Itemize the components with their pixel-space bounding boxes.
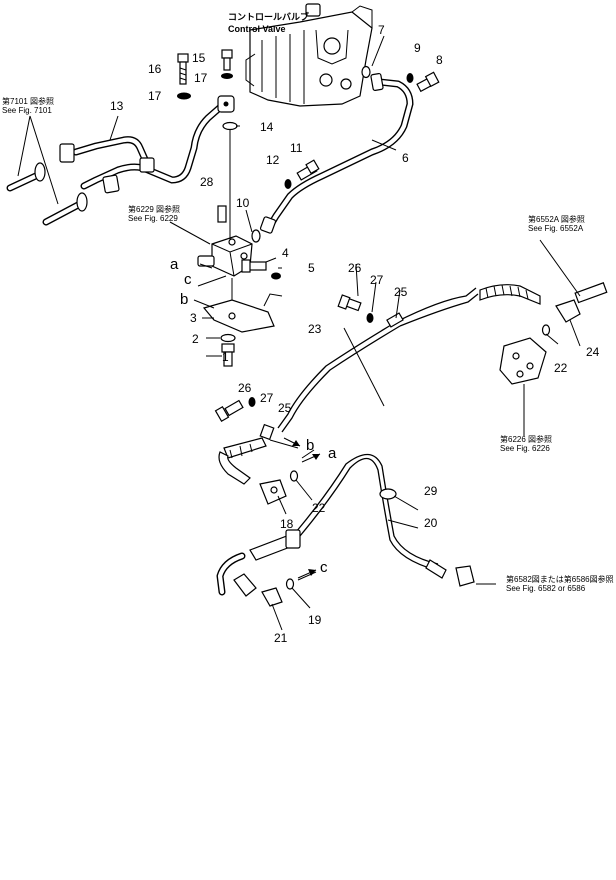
- bolt-1: [221, 343, 235, 367]
- fitting-21: [261, 587, 283, 607]
- valve-6226: [499, 337, 547, 385]
- part-number: 1: [222, 350, 229, 364]
- part-number: 3: [190, 311, 197, 325]
- fitting-18: [259, 479, 287, 505]
- part-number: 11: [290, 141, 303, 155]
- part-number: 5: [308, 261, 315, 275]
- part-number: 24: [586, 345, 600, 359]
- control-valve-label-jp: コントロールバルブ: [228, 11, 309, 22]
- ref-6226-en: See Fig. 6226: [500, 444, 550, 453]
- washer-2: [220, 333, 236, 343]
- control-valve-label-en: Control Valve: [228, 24, 286, 34]
- connection-letter: c: [184, 271, 192, 288]
- part-number: 9: [414, 41, 421, 55]
- washer-17b: [177, 92, 191, 100]
- part-number: 27: [370, 273, 384, 287]
- ref-6552a-jp: 第6552A 図参照: [528, 214, 585, 224]
- ref-6582-jp: 第6582図または第6586図参照: [506, 574, 614, 584]
- washer-9: [406, 73, 414, 83]
- bolt-4: [241, 259, 267, 273]
- part-number: 4: [282, 246, 289, 260]
- part-number: 26: [348, 261, 362, 275]
- o-ring-22b: [289, 470, 299, 482]
- ref-7101-en: See Fig. 7101: [2, 106, 52, 115]
- connection-letter: a: [328, 445, 337, 462]
- bolt-11: [296, 159, 320, 181]
- part-number: 17: [148, 89, 162, 103]
- connection-letter: c: [320, 559, 328, 576]
- external-pipes: [6, 162, 88, 226]
- part-number: 16: [148, 62, 162, 76]
- part-number: 26: [238, 381, 252, 395]
- washer-27: [366, 313, 374, 323]
- part-number: 13: [110, 99, 124, 113]
- connection-letter: b: [306, 437, 314, 454]
- fitting-24: [555, 282, 608, 323]
- part-number: 18: [280, 517, 294, 531]
- part-number: 22: [312, 501, 326, 515]
- part-number: 17: [194, 71, 208, 85]
- part-number: 21: [274, 631, 288, 645]
- ref-6552a-en: See Fig. 6552A: [528, 224, 584, 233]
- connection-letter: b: [180, 291, 188, 308]
- hose-20: [295, 453, 475, 587]
- hose-lower: [218, 437, 267, 485]
- ref-6229-jp: 第6229 図参照: [128, 204, 180, 214]
- pipe-6: [259, 72, 414, 234]
- part-number: 25: [278, 401, 292, 415]
- part-number: 28: [200, 175, 214, 189]
- part-number: 19: [308, 613, 322, 627]
- part-number: 27: [260, 391, 274, 405]
- part-number: 8: [436, 53, 443, 67]
- hose-23: [277, 284, 541, 433]
- arrows: [283, 437, 321, 579]
- leader-lines: [17, 35, 581, 631]
- clip-25: [259, 423, 275, 441]
- washer-27b: [248, 397, 256, 407]
- washer-12: [284, 179, 292, 189]
- o-ring-22: [541, 324, 551, 336]
- bracket-3: [202, 278, 283, 333]
- tube-assembly: [216, 529, 301, 597]
- control-valve: [245, 3, 373, 107]
- o-ring-7: [361, 65, 371, 79]
- pipe-13: [59, 95, 235, 194]
- part-number: 14: [260, 120, 274, 134]
- bolt-15: [221, 49, 233, 71]
- part-number: 7: [378, 23, 385, 37]
- ref-7101-jp: 第7101 図参照: [2, 96, 54, 106]
- part-number: 2: [192, 332, 199, 346]
- clamp-29: [379, 488, 397, 500]
- washer-5: [271, 272, 281, 280]
- ref-6582-en: See Fig. 6582 or 6586: [506, 584, 586, 593]
- bolt-26b: [214, 399, 244, 423]
- o-ring-10: [251, 229, 261, 243]
- part-number: 20: [424, 516, 438, 530]
- part-number: 12: [266, 153, 280, 167]
- bolt-8: [416, 71, 440, 93]
- ref-6229-en: See Fig. 6229: [128, 214, 178, 223]
- ref-6226-jp: 第6226 図参照: [500, 434, 552, 444]
- o-ring-14: [222, 121, 238, 131]
- bolt-28: [217, 205, 227, 223]
- part-number: 29: [424, 484, 438, 498]
- connection-letter: a: [170, 256, 179, 273]
- part-number: 25: [394, 285, 408, 299]
- part-number: 10: [236, 196, 250, 210]
- part-number: 22: [554, 361, 568, 375]
- part-number: 15: [192, 51, 206, 65]
- part-number: 6: [402, 151, 409, 165]
- o-ring-19: [285, 578, 295, 590]
- bolt-26: [337, 294, 362, 312]
- part-number: 23: [308, 322, 322, 336]
- washer-17: [221, 73, 233, 79]
- bolt-16: [177, 53, 189, 85]
